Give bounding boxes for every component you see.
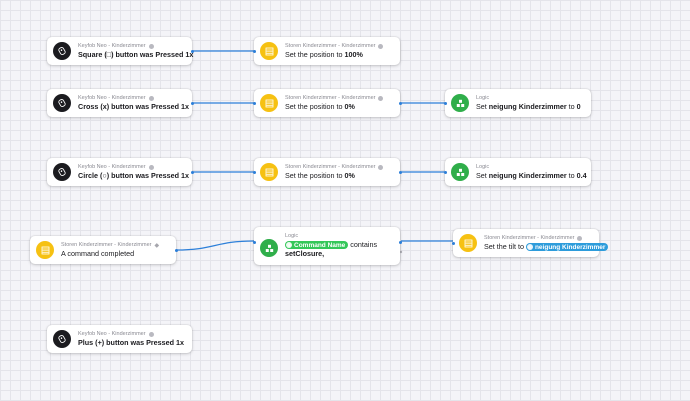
node-keyfob-square[interactable]: Keyfob Neo - Kinderzimmer Square (□) but… xyxy=(47,37,194,65)
blinds-icon xyxy=(260,42,278,60)
node-action-text: Set xyxy=(476,102,487,111)
node-storen-position-0-a[interactable]: Storen Kinderzimmer - Kinderzimmer Set t… xyxy=(252,89,402,117)
input-port[interactable] xyxy=(252,49,256,53)
input-port[interactable] xyxy=(252,170,256,174)
node-subtitle: Logic xyxy=(476,164,490,170)
node-keyfob-circle[interactable]: Keyfob Neo - Kinderzimmer Circle (○) but… xyxy=(47,158,194,186)
node-logic-set-04[interactable]: Logic Set neigung Kinderzimmer to 0.4 xyxy=(443,158,591,186)
node-subtitle: Storen Kinderzimmer - Kinderzimmer xyxy=(285,95,376,101)
node-logic-contains[interactable]: Logic Command Name contains setClosure, xyxy=(252,227,402,265)
blinds-icon xyxy=(260,163,278,181)
tag-icon[interactable]: ◆ xyxy=(154,242,160,249)
input-port[interactable] xyxy=(443,101,447,105)
node-subtitle: Logic xyxy=(285,233,299,239)
info-icon[interactable] xyxy=(378,165,384,170)
command-name-token[interactable]: Command Name xyxy=(285,241,349,250)
node-value: 0% xyxy=(344,171,355,180)
logic-icon xyxy=(451,94,469,112)
node-storen-command-completed[interactable]: Storen Kinderzimmer - Kinderzimmer◆ A co… xyxy=(30,236,178,264)
info-icon[interactable] xyxy=(148,165,154,170)
node-variable: neigung Kinderzimmer xyxy=(488,102,567,111)
logic-icon xyxy=(451,163,469,181)
node-action-text: Set the position to xyxy=(285,50,343,59)
keyfob-icon xyxy=(53,330,71,348)
output-port[interactable] xyxy=(398,101,402,105)
input-port[interactable] xyxy=(252,241,256,244)
info-icon[interactable] xyxy=(148,332,154,337)
node-subtitle: Keyfob Neo - Kinderzimmer xyxy=(78,331,146,337)
token-icon xyxy=(286,242,292,249)
node-action-text: Set the position to xyxy=(285,102,343,111)
node-trigger-text: Square (□) button was xyxy=(78,50,154,59)
node-storen-position-0-b[interactable]: Storen Kinderzimmer - Kinderzimmer Set t… xyxy=(252,158,402,186)
node-trigger-text: Cross (x) button was xyxy=(78,102,150,111)
output-port[interactable] xyxy=(190,170,194,174)
keyfob-icon xyxy=(53,94,71,112)
node-connector-text: contains xyxy=(350,240,378,249)
node-storen-position-100[interactable]: Storen Kinderzimmer - Kinderzimmer Set t… xyxy=(252,37,400,65)
node-subtitle: Keyfob Neo - Kinderzimmer xyxy=(78,95,146,101)
node-subtitle: Storen Kinderzimmer - Kinderzimmer xyxy=(285,43,376,49)
node-connector-text: to xyxy=(568,171,575,180)
node-action-text: Set the tilt to xyxy=(484,241,524,251)
node-variable: neigung Kinderzimmer xyxy=(488,171,567,180)
variable-token[interactable]: neigung Kinderzimmer xyxy=(525,243,609,252)
node-subtitle: Storen Kinderzimmer - Kinderzimmer xyxy=(61,242,152,248)
node-storen-set-tilt[interactable]: Storen Kinderzimmer - Kinderzimmer Set t… xyxy=(451,229,609,257)
keyfob-icon xyxy=(53,163,71,181)
logic-icon xyxy=(260,239,278,257)
logic-output-dot xyxy=(399,250,403,254)
node-keyfob-plus[interactable]: Keyfob Neo - Kinderzimmer Plus (+) butto… xyxy=(47,325,192,353)
node-value: Pressed 1x xyxy=(155,50,194,59)
wire-command-to-logic xyxy=(175,240,255,251)
node-subtitle: Logic xyxy=(476,95,490,101)
node-logic-set-0[interactable]: Logic Set neigung Kinderzimmer to 0 xyxy=(443,89,591,117)
info-icon[interactable] xyxy=(378,96,384,101)
node-connector-text: to xyxy=(568,102,575,111)
info-icon[interactable] xyxy=(148,44,154,49)
node-action-text: Set xyxy=(476,171,487,180)
node-action-text: Set the position to xyxy=(285,171,343,180)
node-value: 0% xyxy=(344,102,355,111)
node-subtitle: Storen Kinderzimmer - Kinderzimmer xyxy=(484,234,575,241)
token-label: Command Name xyxy=(294,241,346,249)
input-port[interactable] xyxy=(443,170,447,174)
blinds-icon xyxy=(459,234,477,252)
node-value: Pressed 1x xyxy=(151,171,189,180)
input-port[interactable] xyxy=(252,101,256,105)
blinds-icon xyxy=(260,94,278,112)
blinds-icon xyxy=(36,241,54,259)
info-icon[interactable] xyxy=(148,96,154,101)
node-subtitle: Keyfob Neo - Kinderzimmer xyxy=(78,43,146,49)
node-value: setClosure, xyxy=(285,249,325,259)
token-label: neigung Kinderzimmer xyxy=(534,243,606,251)
token-icon xyxy=(526,244,533,251)
node-value: Pressed 1x xyxy=(146,338,185,347)
node-value: Pressed 1x xyxy=(151,102,190,111)
input-port[interactable] xyxy=(451,241,455,245)
output-port[interactable] xyxy=(190,49,194,53)
node-keyfob-cross[interactable]: Keyfob Neo - Kinderzimmer Cross (x) butt… xyxy=(47,89,194,117)
info-icon[interactable] xyxy=(577,235,583,241)
node-subtitle: Storen Kinderzimmer - Kinderzimmer xyxy=(285,164,376,170)
node-value: 100% xyxy=(344,50,363,59)
info-icon[interactable] xyxy=(378,44,384,49)
output-port[interactable] xyxy=(398,170,402,174)
output-port-true[interactable] xyxy=(398,241,402,244)
node-subtitle: Keyfob Neo - Kinderzimmer xyxy=(78,164,146,170)
output-port[interactable] xyxy=(190,101,194,105)
node-trigger-text: Plus (+) button was xyxy=(78,338,145,347)
output-port[interactable] xyxy=(174,248,178,252)
node-trigger-text: A command completed xyxy=(61,249,135,258)
node-value: 0 xyxy=(576,102,581,111)
node-trigger-text: Circle (○) button was xyxy=(78,171,150,180)
keyfob-icon xyxy=(53,42,71,60)
node-value: 0.4 xyxy=(576,171,587,180)
